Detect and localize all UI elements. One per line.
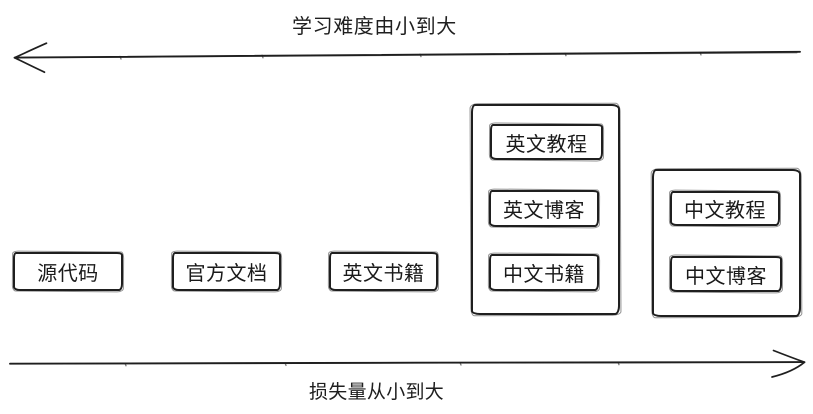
box-label: 源代码: [37, 261, 99, 285]
box-label: 官方文档: [185, 261, 268, 285]
arrowhead-lower: [13, 56, 46, 74]
box-english-books: 英文书籍: [329, 252, 438, 291]
box-label: 英文书籍: [342, 261, 425, 285]
arrowhead-upper: [13, 42, 48, 59]
box-label: 英文教程: [505, 131, 588, 156]
box-english-blogs: 英文博客: [489, 190, 599, 227]
box-chinese-blogs: 中文博客: [670, 256, 782, 292]
difficulty-axis-label: 学习难度由小到大: [292, 14, 457, 38]
box-english-tutorials: 英文教程: [490, 124, 603, 160]
resource-group-1: 英文教程 英文博客 中文书籍: [471, 104, 620, 315]
difficulty-arrow-left: [13, 42, 801, 74]
box-label: 英文博客: [503, 198, 585, 222]
box-official-docs: 官方文档: [172, 252, 281, 291]
box-label: 中文书籍: [503, 262, 585, 286]
arrowhead-lower: [771, 361, 806, 378]
box-source-code: 源代码: [13, 252, 123, 291]
box-label: 中文教程: [684, 198, 766, 222]
loss-arrow-right: [9, 349, 806, 378]
arrowhead-upper: [772, 349, 806, 364]
resource-group-2: 中文教程 中文博客: [652, 169, 801, 317]
box-chinese-books: 中文书籍: [489, 254, 599, 291]
box-chinese-tutorials: 中文教程: [670, 191, 780, 226]
box-label: 中文博客: [685, 263, 767, 288]
loss-axis-label: 损失量从小到大: [309, 381, 445, 403]
